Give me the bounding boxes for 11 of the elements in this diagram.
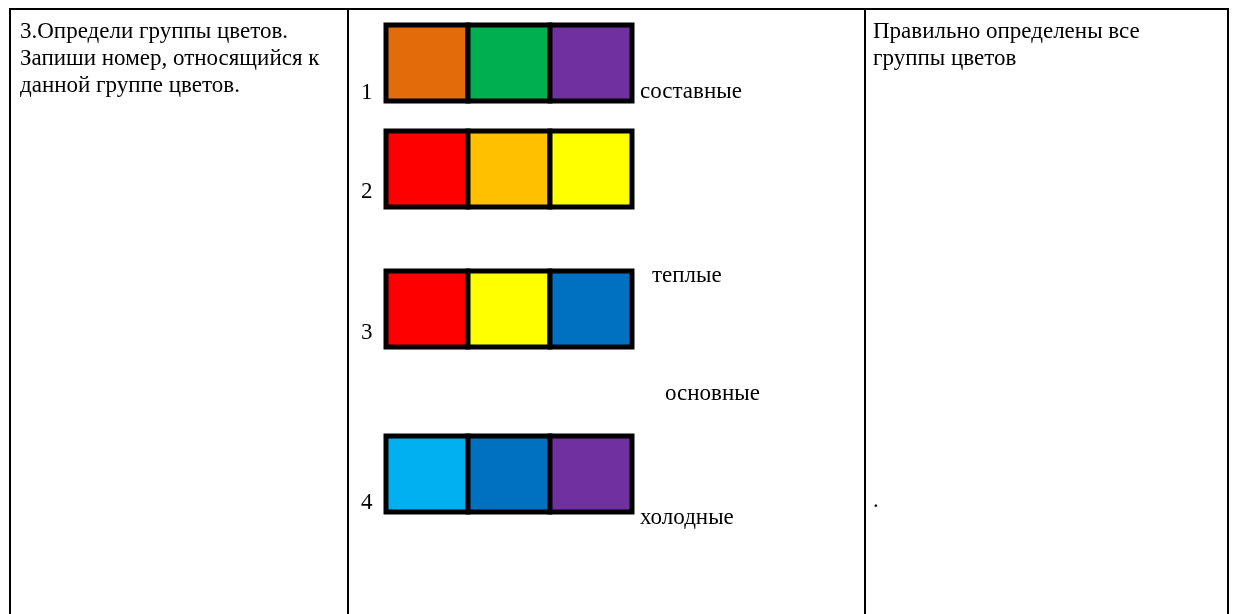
task-text: 3.Определи группы цветов. Запиши номер, относящийся к данной группе цветов. bbox=[20, 17, 321, 98]
strip-number: 3 bbox=[361, 318, 373, 345]
group-name: теплые bbox=[652, 261, 722, 288]
strip-number: 4 bbox=[361, 488, 373, 515]
answer-mark: . bbox=[873, 486, 879, 513]
group-name: основные bbox=[665, 379, 760, 406]
criterion-text: Правильно определены все группы цветов bbox=[873, 17, 1141, 71]
strip-number: 2 bbox=[361, 177, 373, 204]
group-name: холодные bbox=[640, 503, 734, 530]
group-name: составные bbox=[640, 77, 742, 104]
strip-number: 1 bbox=[361, 78, 373, 105]
